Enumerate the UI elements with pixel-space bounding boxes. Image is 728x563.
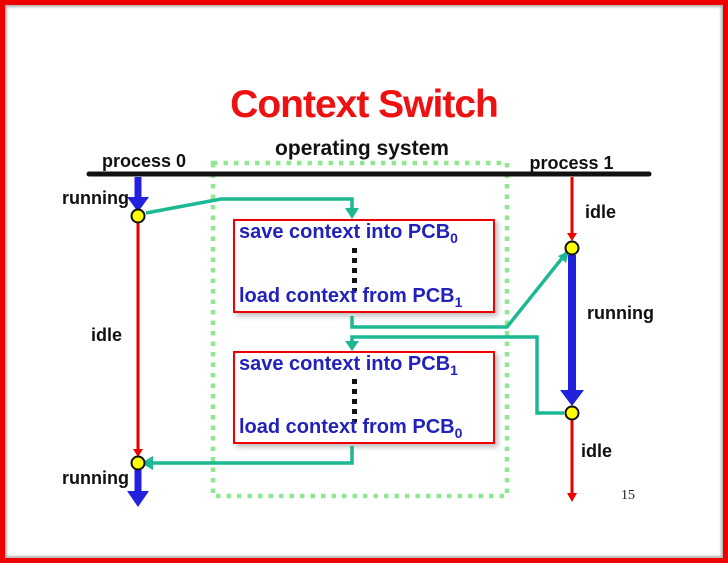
save-context-line: save context into PCB1: [239, 353, 458, 378]
page-title: Context Switch: [230, 83, 499, 126]
pcb-subscript: 0: [454, 425, 463, 441]
p1-switch-node-bottom: [564, 405, 580, 421]
process0-lifeline: [127, 177, 149, 507]
p0-running-arrowhead-icon: [127, 197, 149, 212]
page-number: 15: [621, 488, 635, 503]
os-region-dotted-border: [210, 160, 510, 499]
p1-idle-arrowhead-icon: [567, 233, 577, 241]
connector-os1-to-p1: [350, 250, 569, 329]
p0-idle-label: idle: [91, 325, 123, 345]
connector-p0-to-os1: [145, 197, 359, 219]
p1-idle-top-label: idle: [585, 202, 617, 222]
save-context-text: save context into PCB: [239, 353, 451, 375]
p1-idle-arrowhead2-icon: [567, 493, 577, 502]
p0-idle-arrowhead-icon: [133, 449, 143, 457]
ellipsis-dots-icon: [352, 248, 357, 291]
down-arrowhead-icon: [345, 341, 359, 351]
pcb-subscript: 1: [454, 294, 463, 310]
os-box-first-switch: save context into PCB0 load context from…: [233, 219, 495, 313]
p1-switch-node-top: [564, 240, 580, 256]
column-header-operating-system: operating system: [275, 137, 449, 160]
p1-running-label: running: [587, 303, 654, 323]
load-context-line: load context from PCB0: [239, 416, 462, 441]
p0-running-bottom-label: running: [62, 468, 129, 488]
p1-running-arrowhead-icon: [560, 390, 584, 406]
ellipsis-dots-icon: [352, 379, 357, 422]
save-context-line: save context into PCB0: [239, 221, 458, 246]
p0-switch-node-bottom: [130, 455, 146, 471]
column-header-process0: process 0: [101, 151, 187, 171]
diagram-canvas: [86, 160, 652, 507]
connector-os2-to-p0: [141, 446, 354, 470]
pcb-subscript: 1: [450, 362, 458, 378]
os-box-second-switch: save context into PCB1 load context from…: [233, 351, 495, 444]
save-context-text: save context into PCB: [239, 221, 451, 243]
column-header-process1: process 1: [529, 153, 614, 173]
load-context-line: load context from PCB1: [239, 285, 462, 310]
p0-running-top-label: running: [62, 188, 129, 208]
p0-running-arrowhead2-icon: [127, 491, 149, 507]
load-context-text: load context from PCB: [239, 285, 455, 307]
down-arrowhead-icon: [345, 208, 359, 219]
connector-p1-to-os2: [345, 335, 564, 415]
left-arrowhead-icon: [141, 456, 153, 470]
diagonal-arrowhead-icon: [558, 251, 569, 263]
load-context-text: load context from PCB: [239, 416, 455, 438]
p1-idle-bottom-label: idle: [581, 441, 613, 461]
pcb-subscript: 0: [450, 230, 458, 246]
p0-switch-node-top: [130, 208, 146, 224]
process1-lifeline: [560, 177, 584, 502]
